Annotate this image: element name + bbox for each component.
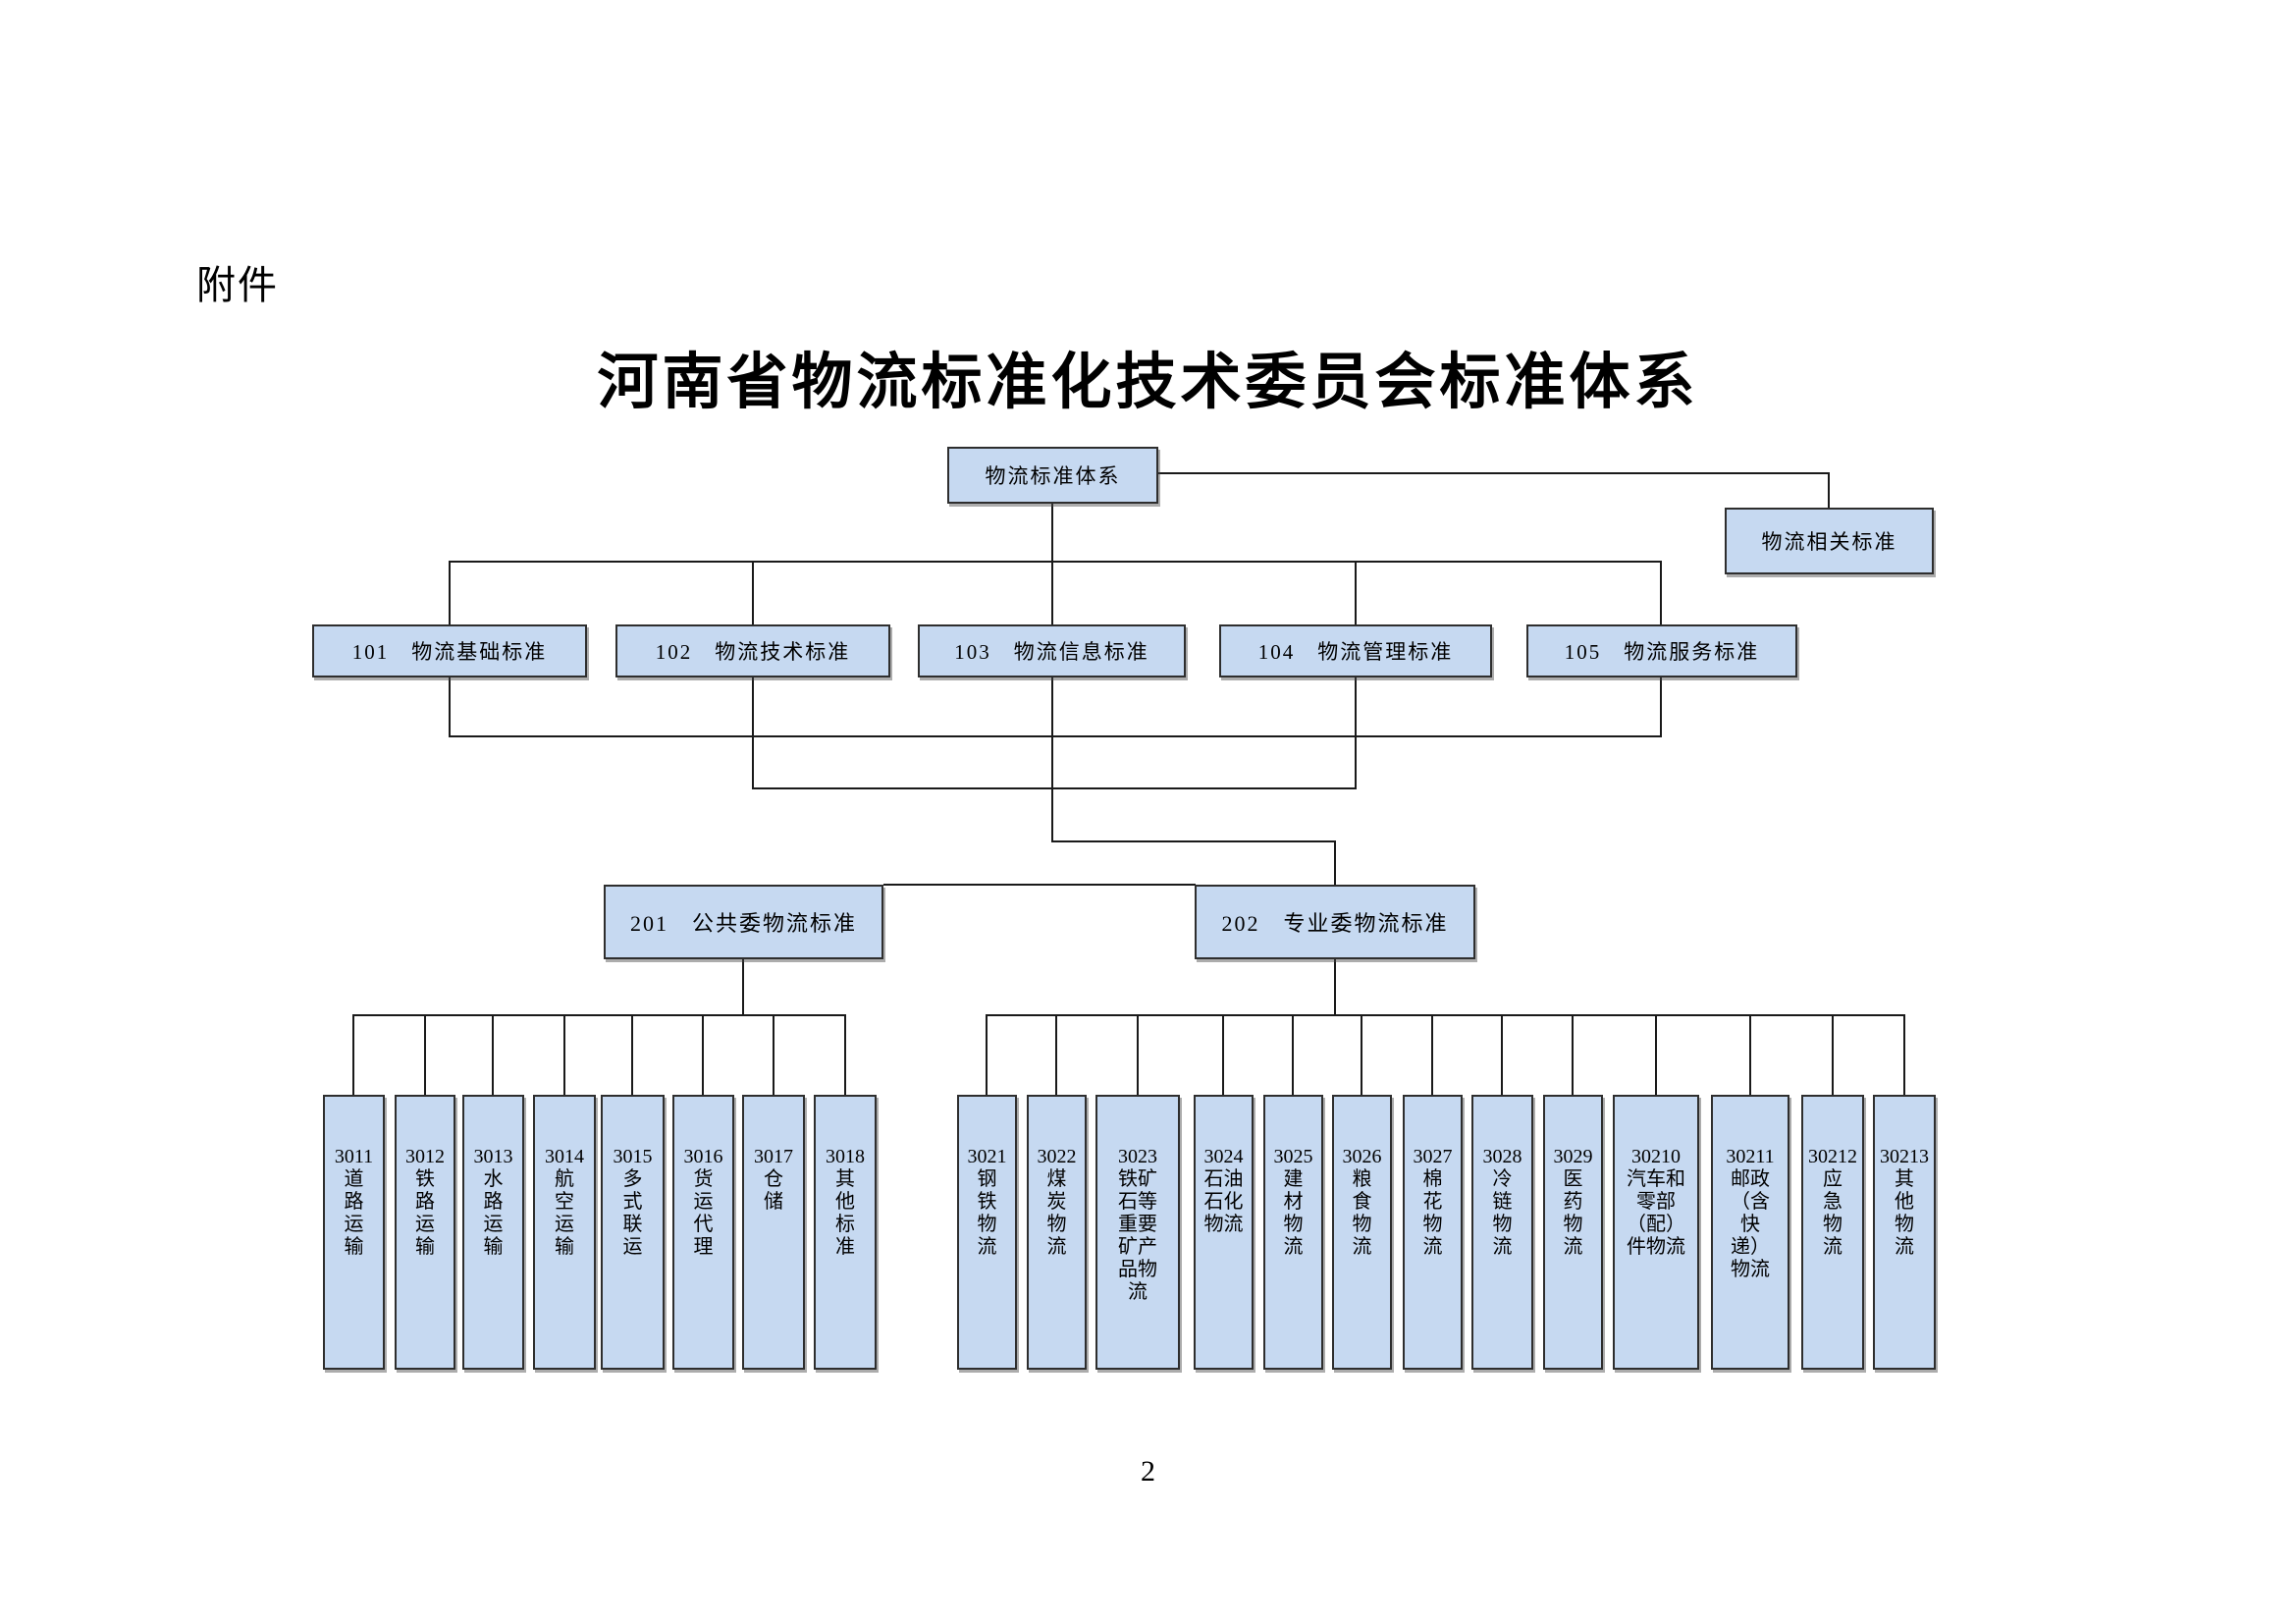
connector-line (352, 1014, 846, 1016)
connector-line (702, 1014, 704, 1096)
connector-line (1292, 1014, 1294, 1096)
connector-line (449, 677, 451, 737)
node-30211-postal-express-logistics: 30211 邮政 （含 快 递） 物流 (1711, 1095, 1789, 1370)
node-root-label: 物流标准体系 (985, 464, 1121, 488)
node-3022-coal-logistics: 3022 煤 炭 物 流 (1027, 1095, 1087, 1370)
connector-line (492, 1014, 494, 1096)
node-103-information-standards: 103 物流信息标准 (918, 624, 1186, 677)
connector-line (1828, 472, 1830, 509)
connector-line (986, 1014, 1905, 1016)
node-104-management-standards: 104 物流管理标准 (1219, 624, 1492, 677)
node-3025-building-materials-logistics: 3025 建 材 物 流 (1263, 1095, 1323, 1370)
connector-line (1572, 1014, 1574, 1096)
node-102-label: 102 物流技术标准 (655, 640, 851, 664)
node-30213-other-logistics: 30213 其 他 物 流 (1873, 1095, 1936, 1370)
node-3023-iron-ore-logistics: 3023 铁矿 石等 重要 矿产 品物 流 (1095, 1095, 1180, 1370)
node-3016-freight-agency: 3016 货 运 代 理 (672, 1095, 734, 1370)
connector-line (1361, 1014, 1362, 1096)
connector-line (1222, 1014, 1224, 1096)
connector-line (424, 1014, 426, 1096)
connector-line (752, 787, 1357, 789)
node-3028-cold-chain-logistics: 3028 冷 链 物 流 (1471, 1095, 1533, 1370)
connector-line (449, 561, 1662, 563)
connector-line (1749, 1014, 1751, 1096)
node-3011-road-transport: 3011 道 路 运 输 (323, 1095, 385, 1370)
connector-line (631, 1014, 633, 1096)
connector-line (1055, 1014, 1057, 1096)
connector-line (883, 884, 1196, 886)
node-101-label: 101 物流基础标准 (351, 640, 548, 664)
node-related-standards: 物流相关标准 (1725, 508, 1934, 574)
connector-line (1655, 1014, 1657, 1096)
node-3024-petrochemical-logistics: 3024 石油 石化 物流 (1194, 1095, 1254, 1370)
node-201-public-committee: 201 公共委物流标准 (604, 885, 883, 959)
connector-line (986, 1014, 988, 1096)
node-3013-water-transport: 3013 水 路 运 输 (462, 1095, 524, 1370)
connector-line (1334, 959, 1336, 1016)
node-101-basic-standards: 101 物流基础标准 (312, 624, 587, 677)
connector-line (752, 561, 754, 625)
connector-line (1158, 472, 1830, 474)
connector-line (1051, 840, 1336, 842)
connector-line (1903, 1014, 1905, 1096)
node-3027-cotton-logistics: 3027 棉 花 物 流 (1403, 1095, 1463, 1370)
node-3014-air-transport: 3014 航 空 运 输 (533, 1095, 596, 1370)
page-title: 河南省物流标准化技术委员会标准体系 (597, 350, 1699, 416)
connector-line (1137, 1014, 1139, 1096)
connector-line (1660, 677, 1662, 737)
node-30212-emergency-logistics: 30212 应 急 物 流 (1801, 1095, 1864, 1370)
node-102-technology-standards: 102 物流技术标准 (615, 624, 890, 677)
connector-line (1660, 561, 1662, 625)
node-3026-grain-logistics: 3026 粮 食 物 流 (1332, 1095, 1392, 1370)
connector-line (1355, 561, 1357, 625)
node-3029-pharma-logistics: 3029 医 药 物 流 (1543, 1095, 1603, 1370)
connector-line (1832, 1014, 1834, 1096)
node-3015-multimodal-transport: 3015 多 式 联 运 (601, 1095, 665, 1370)
node-104-label: 104 物流管理标准 (1257, 640, 1454, 664)
node-related-standards-label: 物流相关标准 (1761, 530, 1897, 554)
connector-line (563, 1014, 565, 1096)
node-202-label: 202 专业委物流标准 (1221, 911, 1449, 936)
connector-line (449, 561, 451, 625)
connector-line (1051, 504, 1053, 624)
node-3012-rail-transport: 3012 铁 路 运 输 (395, 1095, 455, 1370)
connector-line (1334, 840, 1336, 886)
connector-line (352, 1014, 354, 1096)
connector-line (752, 677, 754, 789)
node-3018-other-standards: 3018 其 他 标 准 (814, 1095, 877, 1370)
connector-line (1431, 1014, 1433, 1096)
node-105-label: 105 物流服务标准 (1564, 640, 1760, 664)
node-201-label: 201 公共委物流标准 (629, 911, 857, 936)
node-root: 物流标准体系 (947, 447, 1158, 504)
connector-line (1051, 677, 1053, 842)
page-number: 2 (1141, 1455, 1155, 1488)
node-30210-auto-parts-logistics: 30210 汽车和 零部 （配） 件物流 (1613, 1095, 1699, 1370)
node-202-professional-committee: 202 专业委物流标准 (1195, 885, 1475, 959)
connector-line (449, 735, 1662, 737)
connector-line (1501, 1014, 1503, 1096)
connector-line (1355, 677, 1357, 789)
node-105-service-standards: 105 物流服务标准 (1526, 624, 1797, 677)
node-3017-warehousing: 3017 仓 储 (742, 1095, 805, 1370)
connector-line (844, 1014, 846, 1096)
attachment-label: 附件 (196, 263, 279, 307)
node-3021-steel-logistics: 3021 钢 铁 物 流 (957, 1095, 1017, 1370)
connector-line (742, 959, 744, 1016)
connector-line (773, 1014, 774, 1096)
node-103-label: 103 物流信息标准 (954, 640, 1149, 664)
